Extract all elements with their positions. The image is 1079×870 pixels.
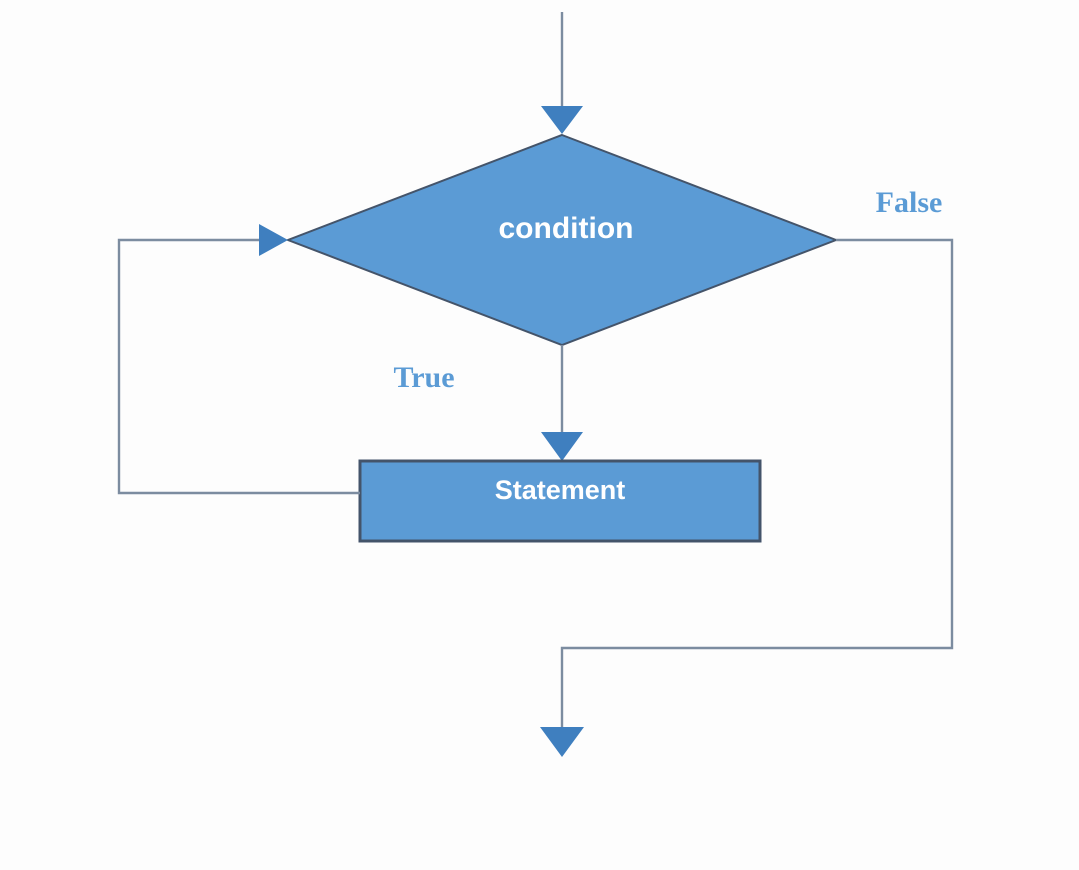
true-edge: True [393, 345, 583, 461]
loopback-edge-arrowhead [259, 224, 288, 256]
statement-label: Statement [495, 475, 626, 505]
false-edge-line [560, 238, 954, 732]
condition-node[interactable]: condition [285, 133, 839, 347]
false-edge-arrowhead [540, 727, 584, 757]
false-edge: False [540, 186, 954, 757]
true-label: True [393, 361, 454, 394]
condition-label: condition [499, 212, 634, 245]
loopback-edge [117, 224, 360, 495]
statement-box-shape [358, 459, 762, 543]
loopback-edge-line [117, 238, 360, 495]
false-label: False [876, 186, 943, 219]
entry-edge-arrowhead [541, 106, 583, 134]
entry-edge [541, 12, 583, 134]
true-edge-arrowhead [541, 432, 583, 461]
statement-node[interactable]: Statement [358, 459, 762, 543]
